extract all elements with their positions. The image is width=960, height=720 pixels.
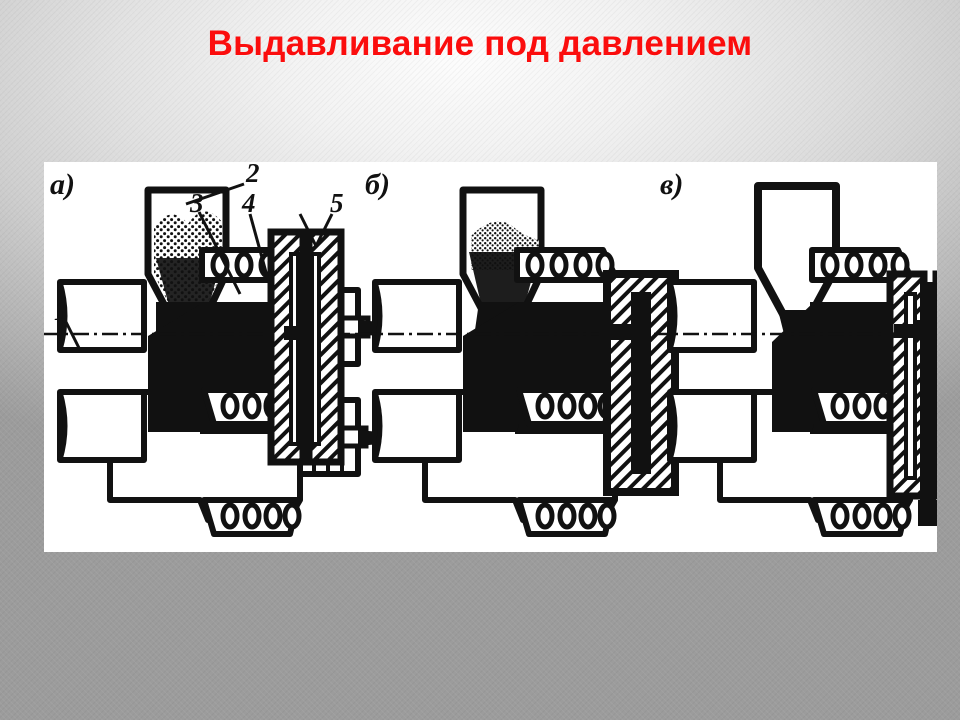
callouts-a [64,182,334,351]
callout-4: 4 [241,188,256,218]
technical-diagram: а) [44,162,937,552]
page-title: Выдавливание под давлением [207,24,753,63]
panel-c: в) [654,168,937,534]
panel-a-label: а) [50,168,75,201]
callout-5: 5 [330,188,344,218]
mould-c [886,270,937,526]
panel-c-label: в) [660,168,683,201]
panel-b: б) [359,168,719,534]
mould-a [267,228,345,466]
mould-b [599,270,679,496]
panel-b-label: б) [365,168,390,201]
callout-1: 1 [54,296,68,326]
figure-image: а) [44,162,937,552]
panel-a: а) [44,162,404,534]
callout-3: 3 [189,188,204,218]
callout-2: 2 [245,162,260,188]
